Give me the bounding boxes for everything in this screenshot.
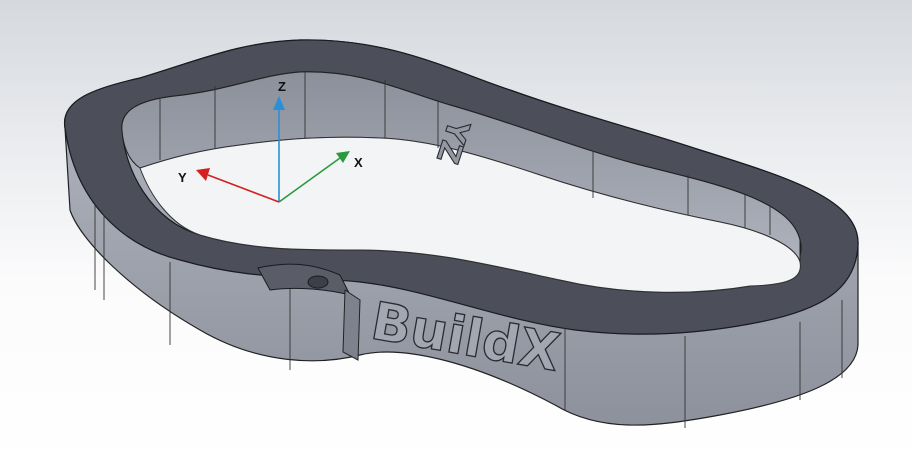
coordinate-triad: Z X Y [178, 79, 363, 203]
y-axis-line [207, 174, 280, 203]
y-axis-arrow [196, 168, 210, 181]
x-axis-arrow [336, 151, 350, 163]
z-axis-arrow [273, 96, 285, 110]
inner-opening [139, 136, 801, 293]
outer-wall-segments [94, 205, 843, 428]
clasp-feature [257, 263, 361, 361]
z-axis-label: Z [278, 79, 286, 94]
y-axis-label: Y [178, 170, 187, 185]
inner-wall-segments [159, 72, 771, 235]
x-axis-label: X [354, 155, 363, 170]
x-axis-line [278, 157, 341, 203]
